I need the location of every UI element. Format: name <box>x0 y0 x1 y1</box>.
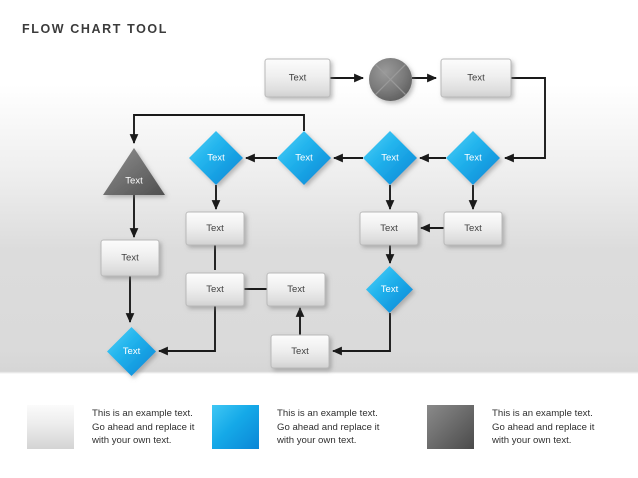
legend-text: This is an example text. Go ahead and re… <box>492 405 594 448</box>
connector <box>504 77 546 163</box>
flow-node-shape <box>440 58 512 98</box>
flow-node-rectangle[interactable]: Text <box>264 58 331 98</box>
flow-node-label: Text <box>464 223 482 234</box>
flow-node-diamond[interactable]: Text <box>189 131 243 185</box>
flow-node-label: Text <box>381 153 399 164</box>
flow-node-label: Text <box>381 284 399 295</box>
flow-node-diamond[interactable]: Text <box>366 266 413 313</box>
flow-node-diamond[interactable]: Text <box>277 131 331 185</box>
connector-layer <box>125 73 546 356</box>
flow-node-shape <box>185 272 245 307</box>
legend-swatch-cyan <box>212 405 259 449</box>
cross-icon <box>374 63 407 96</box>
flow-node-shape <box>103 148 165 195</box>
flow-node-shape <box>270 334 330 369</box>
legend-line-2: Go ahead and replace it <box>92 421 195 433</box>
flow-node-shape <box>446 131 500 185</box>
flow-node-shape <box>100 239 160 277</box>
legend-line-1: This is an example text. <box>92 408 193 419</box>
legend-line-3: with your own text. <box>492 435 572 447</box>
legend-line-2: Go ahead and replace it <box>492 421 595 433</box>
flow-node-label: Text <box>206 223 224 234</box>
legend-line-1: This is an example text. <box>277 408 378 419</box>
flow-node-shape <box>366 266 413 313</box>
flow-node-shape <box>443 211 503 246</box>
flow-node-diamond[interactable]: Text <box>363 131 417 185</box>
flow-node-label: Text <box>287 284 305 295</box>
flow-node-label: Text <box>206 284 224 295</box>
connector <box>158 306 216 356</box>
connector <box>332 313 391 356</box>
flow-node-diamond[interactable]: Text <box>107 327 156 376</box>
flow-node-label: Text <box>291 346 309 357</box>
flow-node-shape <box>266 272 326 307</box>
legend-text: This is an example text. Go ahead and re… <box>92 405 194 448</box>
flow-node-label: Text <box>207 153 225 164</box>
legend-swatch-dark <box>427 405 474 449</box>
flow-node-label: Text <box>121 253 139 264</box>
flow-node-shape <box>264 58 331 98</box>
flow-node-rectangle[interactable]: Text <box>185 272 245 307</box>
flow-node-shape <box>363 131 417 185</box>
flow-node-rectangle[interactable]: Text <box>443 211 503 246</box>
flow-node-triangle[interactable]: Text <box>103 148 165 195</box>
legend-item: This is an example text. Go ahead and re… <box>27 405 194 449</box>
flow-node-label: Text <box>295 153 313 164</box>
flow-node-rectangle[interactable]: Text <box>359 211 419 246</box>
legend-text: This is an example text. Go ahead and re… <box>277 405 379 448</box>
connector <box>129 114 305 144</box>
flow-node-rectangle[interactable]: Text <box>440 58 512 98</box>
flow-node-shape <box>107 327 156 376</box>
flow-node-rectangle[interactable]: Text <box>270 334 330 369</box>
legend-item: This is an example text. Go ahead and re… <box>427 405 594 449</box>
flow-node-label: Text <box>467 73 485 84</box>
flow-node-rectangle[interactable]: Text <box>100 239 160 277</box>
flow-node-rectangle[interactable]: Text <box>266 272 326 307</box>
flow-node-label: Text <box>289 73 307 84</box>
flow-node-shape <box>277 131 331 185</box>
legend: This is an example text. Go ahead and re… <box>0 405 638 467</box>
flow-node-rectangle[interactable]: Text <box>185 211 245 246</box>
flow-node-circle[interactable] <box>369 58 412 101</box>
flow-node-label: Text <box>380 223 398 234</box>
legend-item: This is an example text. Go ahead and re… <box>212 405 379 449</box>
flow-node-shape <box>185 211 245 246</box>
flow-node-label: Text <box>123 346 141 357</box>
legend-line-2: Go ahead and replace it <box>277 421 380 433</box>
legend-line-3: with your own text. <box>277 435 357 447</box>
flow-node-shape <box>359 211 419 246</box>
flow-node-label: Text <box>125 175 143 186</box>
legend-swatch-gray <box>27 405 74 449</box>
page-title: FLOW CHART TOOL <box>22 22 168 36</box>
legend-line-3: with your own text. <box>92 435 172 447</box>
flow-node-label: Text <box>464 153 482 164</box>
flow-node-diamond[interactable]: Text <box>446 131 500 185</box>
flow-node-shape <box>189 131 243 185</box>
legend-line-1: This is an example text. <box>492 408 593 419</box>
